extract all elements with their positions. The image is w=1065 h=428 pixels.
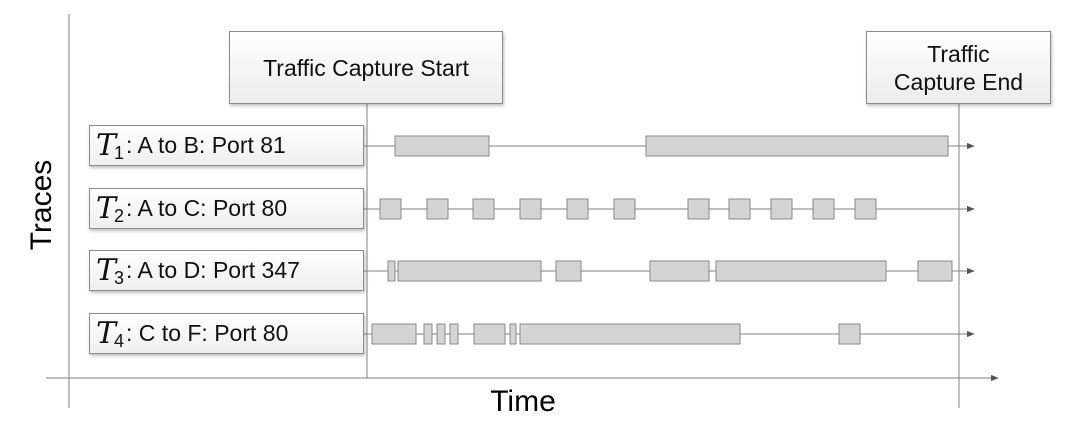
capture-end-callout: Traffic Capture End (866, 31, 1051, 104)
capture-segment (394, 135, 490, 157)
capture-segment (472, 198, 495, 220)
capture-segment (566, 198, 589, 220)
capture-segment (645, 135, 949, 157)
trace-text: : A to C: Port 80 (126, 195, 288, 221)
capture-segment (379, 198, 402, 220)
capture-segment (728, 198, 751, 220)
trace-symbol: T (96, 315, 117, 351)
capture-start-label: Traffic Capture Start (263, 54, 469, 81)
y-axis-label: Traces (25, 159, 58, 251)
trace-subscript: 2 (114, 206, 125, 226)
capture-segment (449, 323, 459, 345)
capture-segment (473, 323, 506, 345)
capture-start-callout: Traffic Capture Start (229, 31, 503, 104)
capture-segment (770, 198, 793, 220)
trace-subscript: 4 (114, 331, 125, 351)
capture-segment (854, 198, 877, 220)
traces-layer (364, 135, 975, 345)
capture-segment (426, 198, 449, 220)
trace-subscript: 3 (114, 268, 125, 288)
capture-segment (715, 260, 887, 282)
capture-segment (613, 198, 636, 220)
x-axis-label: Time (490, 385, 556, 418)
capture-segment (555, 260, 582, 282)
capture-segment (519, 323, 741, 345)
trace-symbol: T (96, 190, 117, 226)
trace-symbol: T (96, 252, 117, 288)
capture-segment (649, 260, 710, 282)
trace-text: : A to D: Port 347 (126, 257, 300, 283)
capture-end-label-line2: Capture End (893, 68, 1024, 95)
capture-end-label-line1: Traffic (927, 40, 990, 67)
capture-segment (387, 260, 396, 282)
trace-subscript: 1 (114, 143, 125, 163)
capture-segment (687, 198, 710, 220)
capture-segment (519, 198, 542, 220)
trace-text: : A to B: Port 81 (126, 132, 286, 158)
capture-segment (838, 323, 861, 345)
capture-segment (436, 323, 446, 345)
capture-segment (812, 198, 835, 220)
trace-text: : C to F: Port 80 (126, 320, 289, 346)
capture-segment (917, 260, 953, 282)
capture-segment (397, 260, 542, 282)
capture-segment (509, 323, 517, 345)
capture-segment (371, 323, 417, 345)
capture-segment (423, 323, 433, 345)
trace-symbol: T (96, 127, 117, 163)
